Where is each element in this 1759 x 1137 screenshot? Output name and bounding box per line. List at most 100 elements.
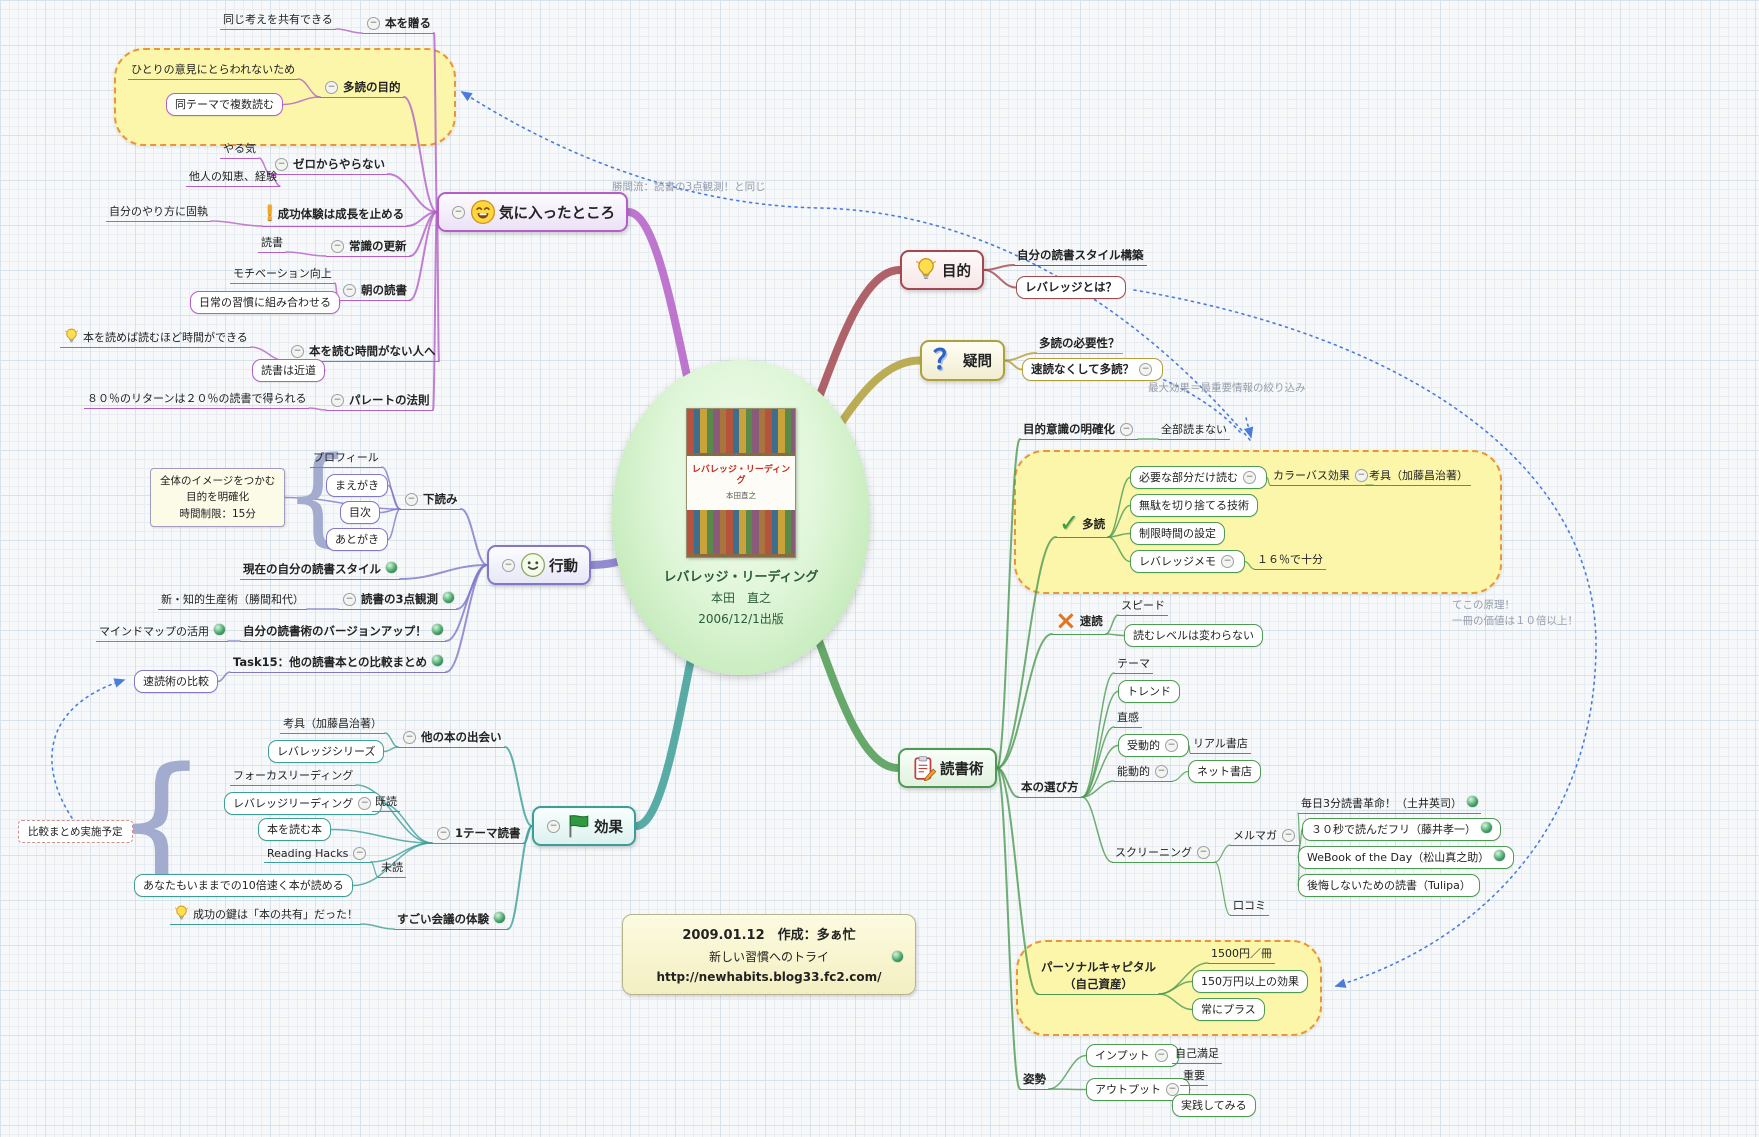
node-midoku[interactable]: 未読 [378, 858, 406, 878]
node-leverage-memo[interactable]: レバレッジメモ− [1130, 550, 1245, 573]
node-150man[interactable]: 150万円以上の効果 [1192, 970, 1308, 993]
node-chokkan[interactable]: 直感 [1114, 708, 1142, 728]
node-motivation[interactable]: モチベーション向上 [230, 264, 335, 284]
note-zentai-image[interactable]: 全体のイメージをつかむ 目的を明確化 時間制限：15分 [150, 468, 286, 527]
node-focus-reading[interactable]: フォーカスリーディング [230, 766, 357, 786]
node-speed[interactable]: スピード [1118, 596, 1168, 616]
node-yomeba-jikan[interactable]: 本を読めば読むほど時間ができる [60, 327, 251, 348]
node-output[interactable]: アウトプット− [1086, 1078, 1190, 1101]
collapse-toggle[interactable]: − [331, 239, 344, 253]
node-profile[interactable]: プロフィール [310, 448, 382, 468]
node-koukai-shinai[interactable]: 後悔しないための読書（Tulipa） [1298, 874, 1480, 897]
node-asa-no-dokusho[interactable]: −朝の読書 [338, 281, 410, 301]
node-seigen-jikan[interactable]: 制限時間の設定 [1130, 522, 1225, 545]
node-hon-no-erabikata[interactable]: 本の選び方 [1018, 778, 1082, 798]
node-mokuji[interactable]: 目次 [340, 501, 380, 524]
collapse-toggle[interactable]: − [275, 157, 288, 171]
main-liked[interactable]: −気に入ったところ [437, 192, 628, 232]
collapse-toggle[interactable]: − [1166, 1082, 1179, 1096]
collapse-toggle[interactable]: − [325, 80, 338, 94]
node-input[interactable]: インプット− [1086, 1044, 1179, 1067]
node-chikamichi[interactable]: 読書は近道 [252, 359, 325, 382]
node-judou[interactable]: 受動的− [1118, 734, 1189, 757]
node-mainichi-3pun[interactable]: 毎日3分読書革命！（土井英司） [1298, 794, 1481, 814]
collapse-toggle[interactable]: − [437, 826, 450, 840]
node-sokudoku-hikaku[interactable]: 速読術の比較 [134, 670, 218, 693]
node-real-shoten[interactable]: リアル書店 [1190, 734, 1251, 754]
node-kidoku[interactable]: 既読 [372, 792, 400, 812]
node-jissen[interactable]: 実践してみる [1172, 1094, 1256, 1117]
node-genzai-style[interactable]: 現在の自分の読書スタイル [240, 560, 400, 580]
node-hon-wo-yomu-hon[interactable]: 本を読む本 [258, 818, 331, 841]
node-sokudoku-nakushite[interactable]: 速読なくして多読？− [1022, 358, 1164, 381]
node-yarikata-koshitsu[interactable]: 自分のやり方に固執 [106, 202, 211, 222]
node-nichijo-shuukan[interactable]: 日常の習慣に組み合わせる [190, 291, 340, 314]
collapse-toggle[interactable]: − [547, 819, 560, 833]
node-jiko-manzoku[interactable]: 自己満足 [1172, 1044, 1222, 1064]
node-hon-no-kyouyuu[interactable]: 成功の鍵は「本の共有」だった！ [170, 904, 361, 925]
node-shin-chiteki[interactable]: 新・知的生産術（勝間和代） [158, 590, 307, 610]
node-pareto[interactable]: −パレートの法則 [326, 391, 433, 411]
main-reading[interactable]: 読書術 [898, 748, 997, 788]
collapse-toggle[interactable]: − [343, 283, 356, 297]
node-seikou-taiken[interactable]: !成功体験は成長を止める [262, 202, 408, 227]
node-tadoku-no-mokuteki[interactable]: −多読の目的 [320, 78, 404, 98]
collapse-toggle[interactable]: − [358, 796, 372, 810]
date-note[interactable]: 2009.01.12 作成：多ぁ忙 新しい習慣へのトライ http://newh… [622, 914, 916, 995]
collapse-toggle[interactable]: − [403, 730, 416, 744]
node-hitori-no-iken[interactable]: ひとりの意見にとらわれないため [128, 60, 299, 80]
node-yaruki[interactable]: やる気 [220, 139, 259, 159]
collapse-toggle[interactable]: − [343, 592, 356, 606]
collapse-toggle[interactable]: − [1282, 828, 1295, 842]
node-yomu-level[interactable]: 読むレベルは変わらない [1124, 624, 1263, 647]
node-mindmap-katsuyou[interactable]: マインドマップの活用 [96, 622, 228, 642]
node-dou-theme[interactable]: 同テーマで複数読む [166, 93, 283, 116]
node-jikan-ga-nai[interactable]: −本を読む時間がない人へ [286, 342, 439, 362]
node-atogaki[interactable]: あとがき [326, 528, 388, 551]
node-shitayomi[interactable]: −下読み [400, 490, 461, 510]
node-80-20[interactable]: ８０％のリターンは２０％の読書で得られる [84, 389, 310, 409]
node-tsuneni-plus[interactable]: 常にプラス [1192, 998, 1265, 1021]
node-3ten-kansoku[interactable]: −読書の3点観測 [338, 590, 458, 610]
node-sokudoku[interactable]: ×速読 [1052, 608, 1106, 635]
node-mokuteki-ishiki[interactable]: 目的意識の明確化− [1020, 420, 1138, 440]
node-version-up[interactable]: 自分の読書術のバージョンアップ！ [240, 622, 446, 642]
node-tanin-no-chie[interactable]: 他人の知恵、経験 [186, 167, 280, 187]
node-juuyou[interactable]: 重要 [1180, 1066, 1208, 1086]
collapse-toggle[interactable]: − [1243, 470, 1256, 484]
node-1500yen[interactable]: 1500円／冊 [1208, 944, 1275, 964]
collapse-toggle[interactable]: − [1155, 764, 1168, 778]
collapse-toggle[interactable]: − [405, 492, 418, 506]
node-colorbath[interactable]: カラーバス効果− [1270, 466, 1373, 486]
node-hitsuyou-bubun[interactable]: 必要な部分だけ読む− [1130, 466, 1267, 489]
node-hon-wo-okuru[interactable]: −本を贈る [362, 14, 434, 34]
node-leverage-reading[interactable]: レバレッジリーディング− [224, 792, 383, 815]
node-sugoi-kaigi[interactable]: すごい会議の体験 [394, 910, 508, 930]
node-joushiki-koushin[interactable]: −常識の更新 [326, 237, 410, 257]
collapse-toggle[interactable]: − [1154, 1048, 1168, 1062]
collapse-toggle[interactable]: − [452, 205, 465, 219]
collapse-toggle[interactable]: − [331, 393, 344, 407]
node-tadoku-hitsuyousei[interactable]: 多読の必要性？ [1036, 334, 1123, 354]
node-task15[interactable]: Task15：他の読書本との比較まとめ [230, 653, 447, 673]
node-leverage-series[interactable]: レバレッジシリーズ [268, 740, 385, 763]
node-melmaga[interactable]: メルマガ− [1230, 826, 1300, 846]
collapse-toggle[interactable]: − [1139, 362, 1153, 376]
node-trend[interactable]: トレンド [1118, 680, 1180, 703]
node-1theme-dokusho[interactable]: −1テーマ読書 [432, 824, 524, 844]
main-action[interactable]: −行動 [487, 545, 591, 585]
node-net-shoten[interactable]: ネット書店 [1188, 760, 1261, 783]
collapse-toggle[interactable]: − [1354, 468, 1368, 482]
node-screening[interactable]: スクリーニング− [1112, 843, 1215, 863]
node-16pct[interactable]: １６％で十分 [1254, 550, 1326, 570]
main-purpose[interactable]: 目的 [900, 250, 984, 290]
node-30byou-furi[interactable]: ３０秒で読んだフリ（藤井孝一） [1302, 818, 1501, 841]
collapse-toggle[interactable]: − [1120, 422, 1133, 436]
node-zero-kara[interactable]: −ゼロからやらない [270, 155, 388, 175]
node-zenbu-yomanai[interactable]: 全部読まない [1158, 420, 1230, 440]
node-maegaki[interactable]: まえがき [326, 474, 388, 497]
node-webook[interactable]: WeBook of the Day（松山真之助） [1298, 846, 1515, 869]
node-dokusho[interactable]: 読書 [258, 233, 286, 253]
main-effect[interactable]: −効果 [532, 806, 636, 846]
node-personal-capital[interactable]: パーソナルキャピタル （自己資産） [1038, 958, 1159, 996]
